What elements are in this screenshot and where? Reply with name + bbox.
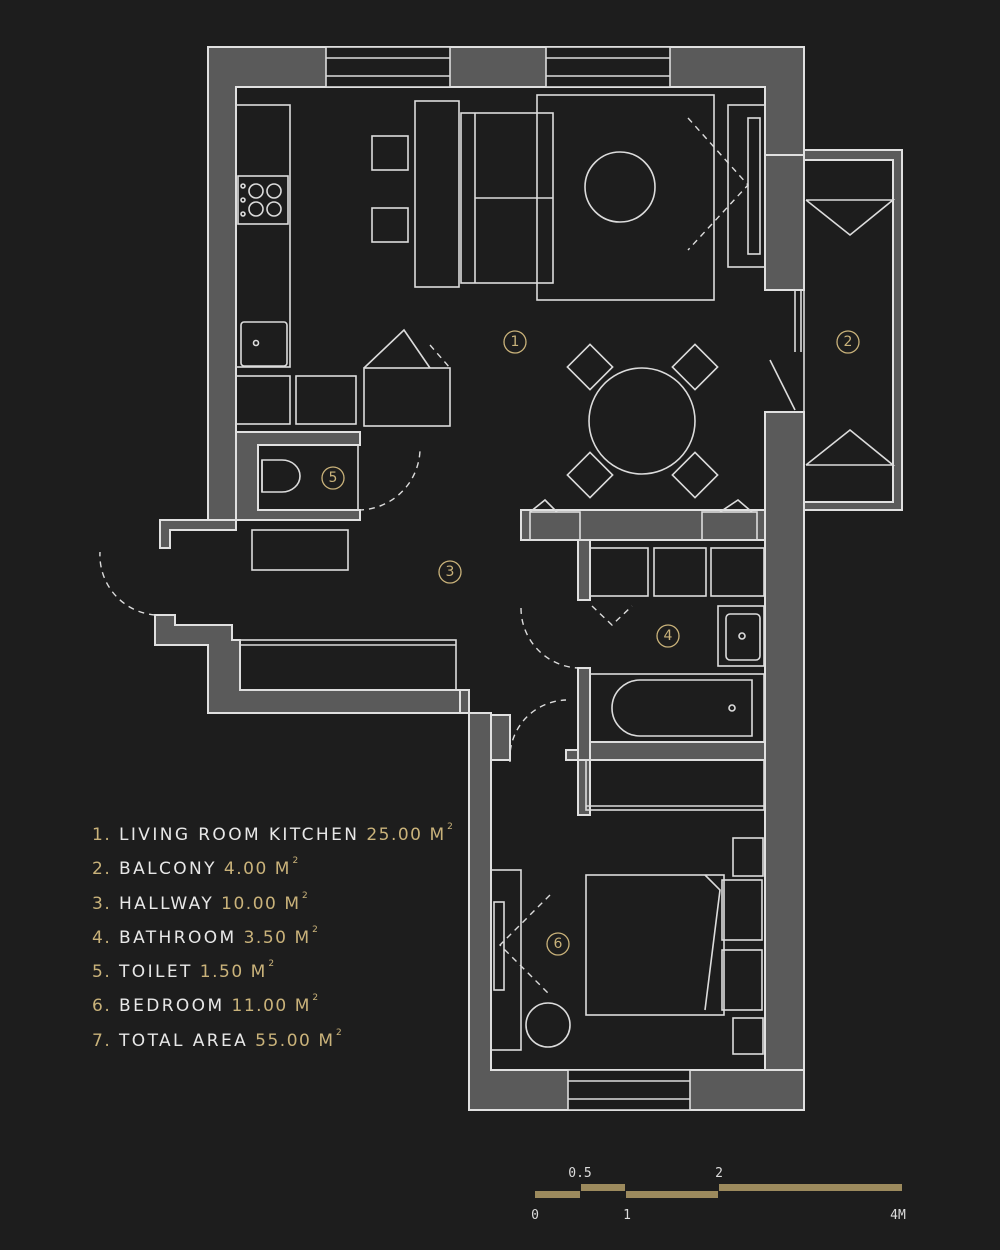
- exterior-walls: [154, 46, 805, 1111]
- room-marker: 4: [656, 624, 680, 648]
- scale-label: 4M: [890, 1208, 906, 1223]
- legend-number: 4.: [92, 927, 112, 948]
- legend-number: 6.: [92, 996, 112, 1017]
- scale-label: 0: [531, 1208, 539, 1223]
- svg-text:4: 4: [664, 628, 673, 644]
- kitchen-counter: [235, 104, 451, 427]
- legend-number: 2.: [92, 859, 112, 880]
- legend-room-name: TOILET: [119, 962, 193, 983]
- legend-number: 1.: [92, 825, 112, 845]
- svg-text:6: 6: [554, 936, 563, 952]
- legend-area-value: 11.00: [231, 996, 288, 1017]
- svg-text:5: 5: [329, 470, 338, 486]
- legend-area-value: 3.50: [243, 927, 288, 948]
- svg-text:1: 1: [511, 334, 520, 350]
- room-marker: 6: [546, 932, 570, 956]
- svg-text:3: 3: [446, 564, 455, 580]
- scale-label: 0.5: [568, 1166, 591, 1181]
- legend-number: 5.: [92, 962, 112, 983]
- legend-area-value: 55.00: [255, 1030, 312, 1051]
- svg-text:2: 2: [844, 334, 853, 350]
- legend-room-name: BALCONY: [119, 859, 217, 880]
- scale-bar: 0.5 2 0 1 4M: [531, 1166, 906, 1223]
- room-markers: 1 2 3 4 5 6: [321, 330, 860, 956]
- bathroom-fixtures: [589, 605, 765, 743]
- hallway-storage: [239, 498, 765, 691]
- legend-room-name: BATHROOM: [119, 927, 237, 948]
- doors: [99, 445, 579, 763]
- legend-room-name: BEDROOM: [119, 996, 225, 1017]
- legend-area-value: 10.00: [221, 893, 278, 914]
- balcony: [769, 149, 903, 511]
- legend-area-value: 4.00: [223, 859, 268, 880]
- room-marker: 2: [836, 330, 860, 354]
- legend-room-name: TOTAL AREA: [119, 1030, 249, 1051]
- windows: [325, 46, 691, 1111]
- legend-room-name: HALLWAY: [119, 893, 215, 914]
- bedroom-furniture: [490, 759, 765, 1055]
- legend-number: 7.: [92, 1030, 112, 1051]
- toilet-fixture: [261, 459, 301, 493]
- room-marker: 1: [503, 330, 527, 354]
- room-marker: 5: [321, 466, 345, 490]
- interior-walls: [235, 431, 766, 816]
- dining-table: [566, 343, 719, 499]
- scale-label: 2: [715, 1166, 723, 1181]
- legend-room-name: LIVING ROOM KITCHEN: [119, 825, 360, 845]
- living-furniture: [371, 94, 766, 301]
- room-marker: 3: [438, 560, 462, 584]
- legend-area-value: 1.50: [199, 962, 244, 983]
- legend-number: 3.: [92, 893, 112, 914]
- legend-area-value: 25.00: [366, 825, 423, 845]
- scale-label: 1: [623, 1208, 631, 1223]
